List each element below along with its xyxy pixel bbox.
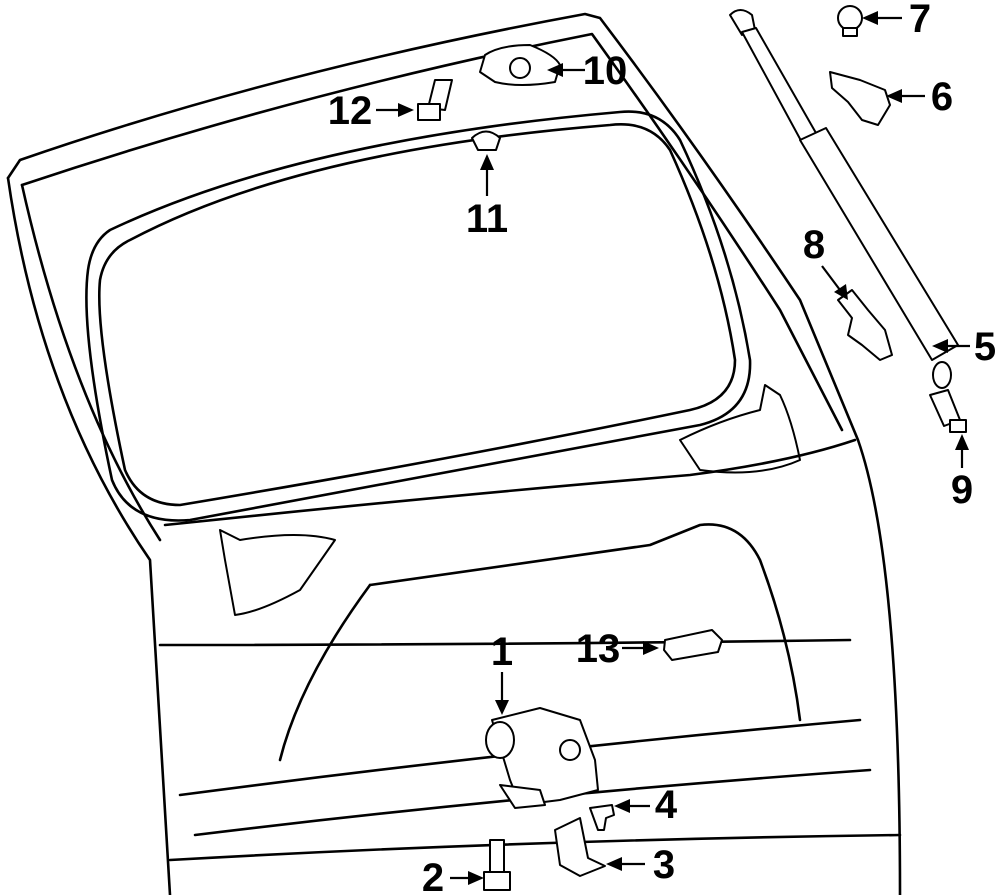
callout-6: 6 (886, 75, 953, 119)
switch-part (663, 629, 723, 661)
bracket-part (829, 71, 891, 126)
callout-10: 10 (547, 49, 627, 93)
callout-number: 3 (653, 843, 675, 887)
callout-11: 11 (466, 154, 508, 241)
nut-part (471, 130, 501, 151)
gas-strut-part (729, 9, 959, 389)
callout-number: 10 (583, 49, 628, 93)
cushion-part (837, 5, 863, 37)
liftgate-panel (6, 12, 902, 895)
callout-2: 2 (422, 856, 484, 895)
callout-number: 7 (909, 0, 931, 41)
striker-bracket-part (554, 817, 606, 877)
callout-5: 5 (932, 325, 996, 369)
hinge-part (479, 44, 561, 86)
callout-4: 4 (614, 783, 678, 827)
callout-number: 2 (422, 856, 444, 895)
callout-1: 1 (491, 630, 513, 715)
callout-number: 5 (974, 325, 996, 369)
striker-pin-part (589, 804, 615, 831)
callout-number: 6 (931, 75, 953, 119)
callout-number: 9 (951, 468, 973, 512)
callout-7: 7 (862, 0, 931, 41)
callout-12: 12 (328, 89, 414, 133)
callout-number: 1 (491, 630, 513, 674)
callout-3: 3 (606, 843, 675, 887)
bolt-lower-part (483, 839, 511, 891)
callout-number: 13 (576, 627, 621, 671)
hinge-bolt-part (929, 389, 967, 433)
callout-number: 11 (466, 197, 508, 241)
callout-13: 13 (576, 627, 659, 671)
callout-number: 4 (655, 783, 678, 827)
callout-9: 9 (951, 434, 973, 512)
callout-number: 12 (328, 89, 373, 133)
bolt-part (417, 79, 453, 121)
hinge-bracket-part (837, 289, 893, 361)
callout-number: 8 (803, 223, 825, 267)
lock-actuator-part (485, 707, 599, 809)
callout-8: 8 (803, 223, 848, 300)
